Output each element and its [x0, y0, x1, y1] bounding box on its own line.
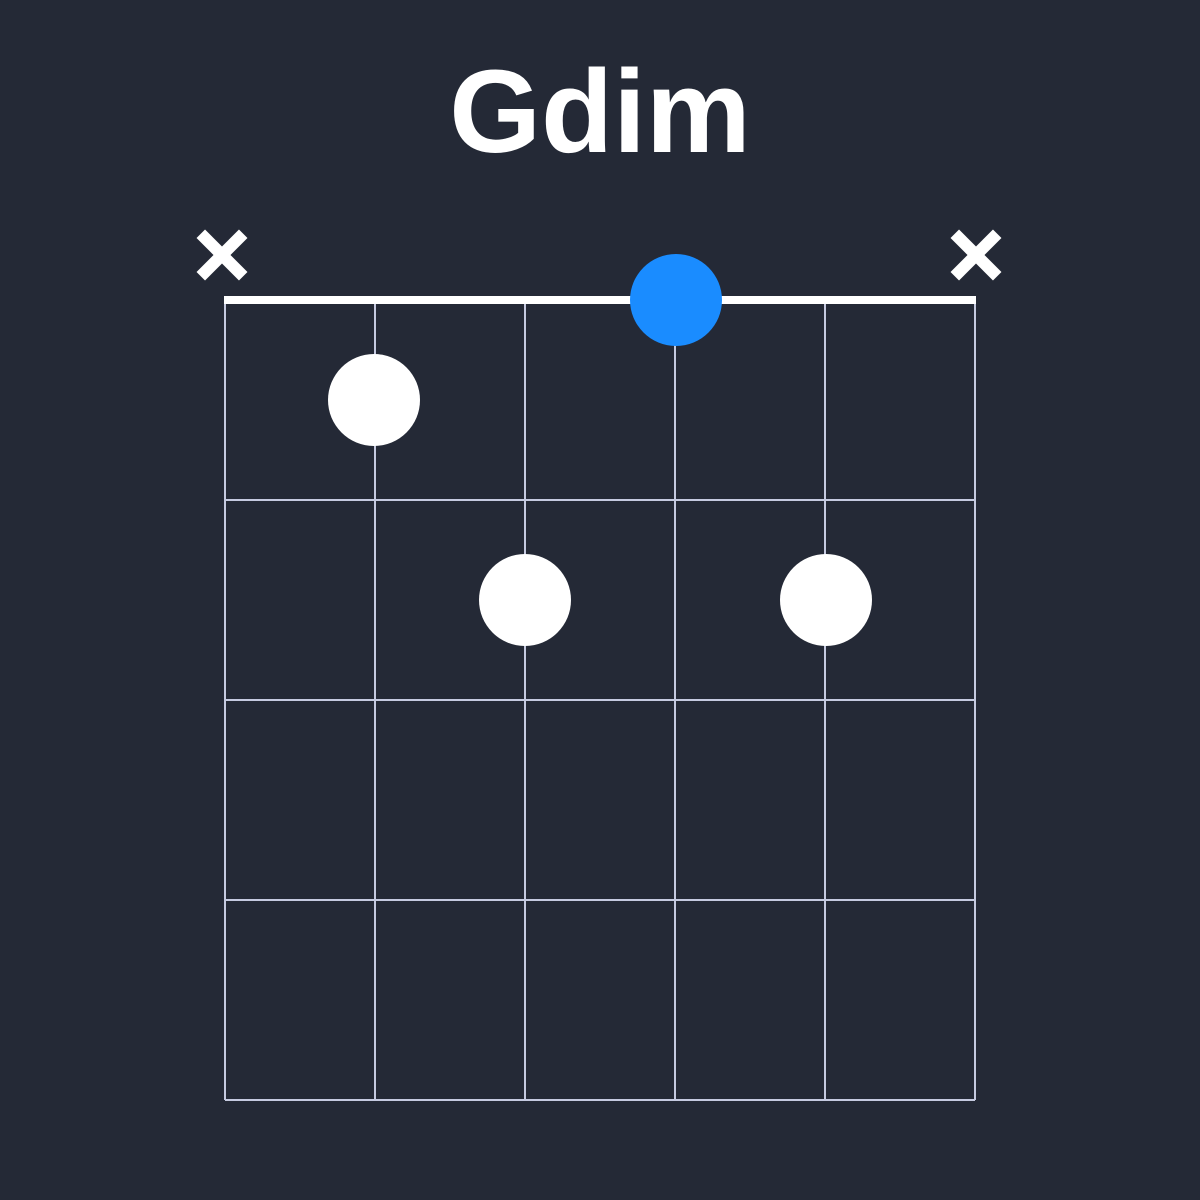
string-lines	[224, 300, 976, 1100]
fret-lines	[225, 499, 975, 1101]
root-dot-string-4-open	[630, 254, 722, 346]
nut	[224, 296, 976, 304]
muted-string-6-icon	[948, 227, 1004, 283]
chord-title: Gdim	[449, 46, 751, 178]
finger-dot-string-3-fret-2	[479, 554, 571, 646]
finger-dot-string-2-fret-1	[328, 354, 420, 446]
muted-string-1-icon	[194, 227, 250, 283]
finger-dot-string-5-fret-2	[780, 554, 872, 646]
